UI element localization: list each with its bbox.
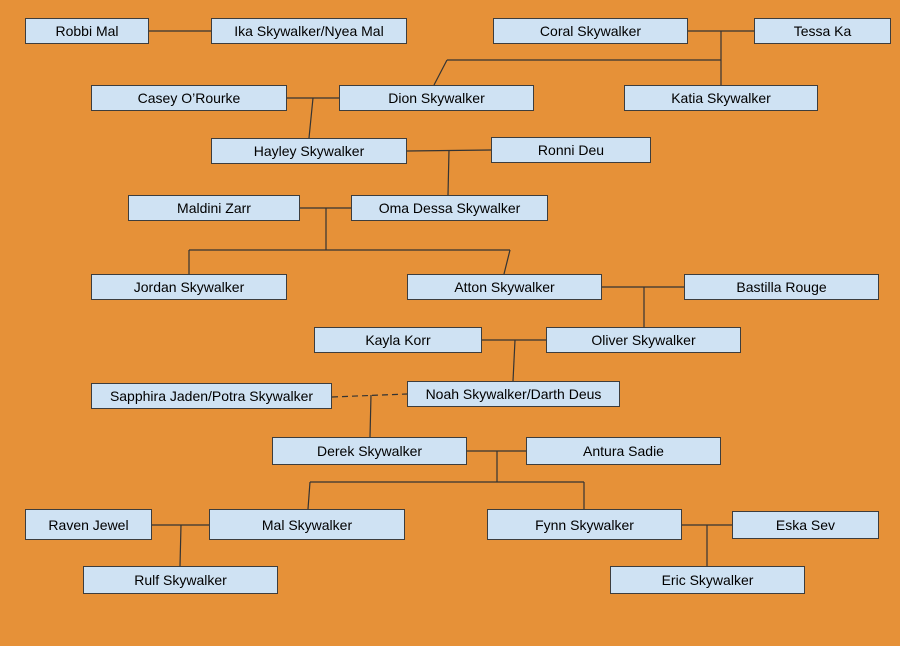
person-node-tessa-ka: Tessa Ka [754,18,891,44]
person-node-ika-skywalker: Ika Skywalker/Nyea Mal [211,18,407,44]
person-node-dion-skywalker: Dion Skywalker [339,85,534,111]
person-node-eska-sev: Eska Sev [732,511,879,539]
person-node-ronni-deu: Ronni Deu [491,137,651,163]
descent-line-derek [369,394,372,438]
person-node-antura-sadie: Antura Sadie [526,437,721,465]
descent-line-hayley [308,97,314,139]
person-node-casey-orourke: Casey O’Rourke [91,85,287,111]
person-node-maldini-zarr: Maldini Zarr [128,195,300,221]
person-node-mal-skywalker: Mal Skywalker [209,509,405,540]
person-node-rulf-skywalker: Rulf Skywalker [83,566,278,594]
person-node-oliver-skywalker: Oliver Skywalker [546,327,741,353]
person-node-kayla-korr: Kayla Korr [314,327,482,353]
person-node-raven-jewel: Raven Jewel [25,509,152,540]
person-node-katia-skywalker: Katia Skywalker [624,85,818,111]
person-node-robbi-mal: Robbi Mal [25,18,149,44]
person-node-hayley-skywalker: Hayley Skywalker [211,138,407,164]
person-node-atton-skywalker: Atton Skywalker [407,274,602,300]
person-node-noah-skywalker: Noah Skywalker/Darth Deus [407,381,620,407]
person-node-bastilla-rouge: Bastilla Rouge [684,274,879,300]
person-node-derek-skywalker: Derek Skywalker [272,437,467,465]
descent-line-dion [433,59,448,86]
descent-line-noah [512,339,516,382]
person-node-jordan-skywalker: Jordan Skywalker [91,274,287,300]
person-node-eric-skywalker: Eric Skywalker [610,566,805,594]
descent-line-rulf [179,524,182,567]
person-node-oma-dessa-skywalker: Oma Dessa Skywalker [351,195,548,221]
person-node-coral-skywalker: Coral Skywalker [493,18,688,44]
descent-line-mal [307,481,311,510]
descent-line-oma [447,149,450,196]
person-node-sapphira-jaden: Sapphira Jaden/Potra Skywalker [91,383,332,409]
dashed-line-sapphira-noah [331,393,408,398]
person-node-fynn-skywalker: Fynn Skywalker [487,509,682,540]
descent-line-atton [503,249,511,275]
